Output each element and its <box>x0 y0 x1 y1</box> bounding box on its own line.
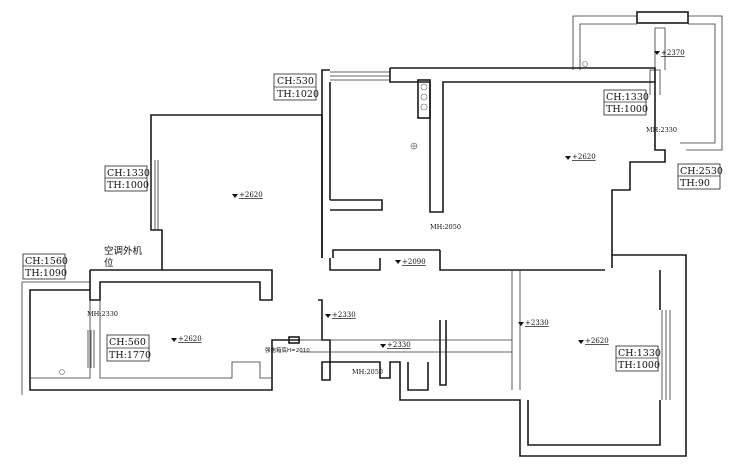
dimension-box-ch530: CH:530 TH:1020 <box>273 73 319 101</box>
ac-unit-text-line1: 空调外机 <box>104 245 143 257</box>
ch-value: CH:1330 <box>606 92 649 103</box>
level-text: +2330 <box>332 311 356 319</box>
th-value: TH:1090 <box>25 268 67 279</box>
level-marker-passage: +2330 <box>518 319 549 327</box>
th-value: TH:1770 <box>109 350 151 361</box>
dimension-box-ch560: CH:560 TH:1770 <box>106 334 151 362</box>
mh-label: MH:2050 <box>352 368 383 376</box>
level-text: +2370 <box>661 49 685 57</box>
th-value: TH:90 <box>680 178 710 189</box>
th-value: TH:1000 <box>606 104 648 115</box>
ch-value: CH:560 <box>109 337 146 348</box>
meter-box-label: 强电箱底H=2010 <box>265 346 310 354</box>
ch-value: CH:2530 <box>680 166 723 177</box>
mh-label: MH:2050 <box>430 223 461 231</box>
ch-value: CH:1330 <box>618 348 661 359</box>
level-marker-corridor: +2330 <box>325 311 356 319</box>
level-marker-bedroom-right: +2620 <box>565 153 596 161</box>
level-marker-bedroom-lower: +2620 <box>578 337 609 345</box>
dimension-box-ch2530: CH:2530 TH:90 <box>677 163 723 190</box>
exterior-walls <box>21 67 687 457</box>
level-text: +2330 <box>525 319 549 327</box>
ac-unit-text-line2: 位 <box>104 257 114 269</box>
ch-value: CH:530 <box>277 76 314 87</box>
level-marker-bedroom-left: +2620 <box>232 191 263 199</box>
th-value: TH:1000 <box>618 360 660 371</box>
level-marker-door: +2090 <box>395 258 426 266</box>
level-text: +2620 <box>178 335 202 343</box>
balcony-top-right <box>572 11 723 151</box>
level-marker-hall: +2330 <box>380 341 411 349</box>
level-text: +2620 <box>585 337 609 345</box>
ch-value: CH:1560 <box>25 256 68 267</box>
level-marker-balcony: +2370 <box>654 49 685 57</box>
mh-label: MH:2330 <box>87 310 118 318</box>
ac-unit-label: 空调外机 位 <box>104 245 143 269</box>
dimension-box-ch1330-left: CH:1330 TH:1000 <box>104 165 150 192</box>
th-value: TH:1000 <box>107 180 149 191</box>
level-text: +2620 <box>572 153 596 161</box>
dimension-box-ch1330-top: CH:1330 TH:1000 <box>603 89 649 116</box>
th-value: TH:1020 <box>277 89 319 100</box>
level-marker-living: +2620 <box>171 335 202 343</box>
level-text: +2090 <box>402 258 426 266</box>
mh-label: MH:2330 <box>646 126 677 134</box>
level-text: +2330 <box>387 341 411 349</box>
dimension-box-ch1560: CH:1560 TH:1090 <box>22 253 68 280</box>
level-text: +2620 <box>239 191 263 199</box>
ch-value: CH:1330 <box>107 168 150 179</box>
dimension-box-ch1330-right: CH:1330 TH:1000 <box>615 345 661 372</box>
